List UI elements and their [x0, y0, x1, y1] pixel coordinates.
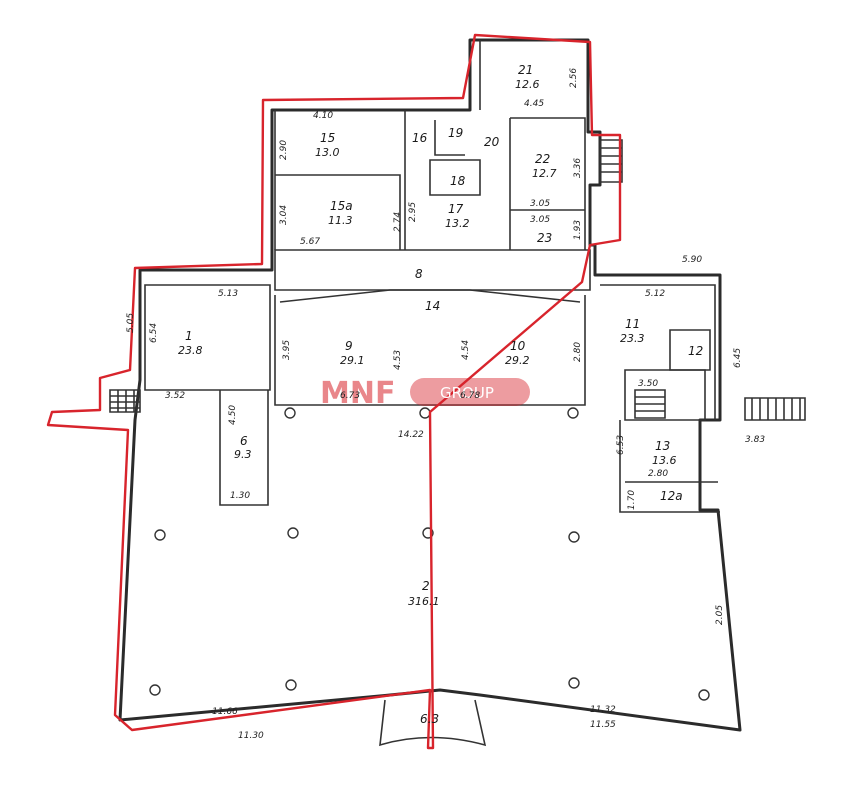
dimension: 4.54 [461, 340, 471, 360]
room-area: 11.3 [328, 214, 353, 227]
dimension: 6.54 [149, 323, 159, 343]
dimension: 3.36 [573, 158, 583, 178]
column [568, 677, 580, 689]
room-number: 23 [537, 231, 552, 245]
dimension: 4.45 [524, 99, 544, 109]
column [285, 679, 297, 691]
dimension: 5.12 [645, 289, 665, 299]
dimension: 4.10 [313, 111, 333, 121]
dimension: 11.30 [238, 731, 264, 741]
room-area: 12.6 [515, 78, 540, 91]
dimension: 14.22 [398, 430, 424, 440]
room-number: 13 [655, 439, 670, 453]
room-area: 9.3 [234, 448, 252, 461]
watermark-pill [410, 378, 530, 406]
watermark-suffix: GROUP [440, 384, 494, 402]
watermark-brand: MNF [320, 376, 395, 411]
stairs-left [109, 389, 141, 413]
room-area: 29.1 [340, 354, 365, 367]
room-number: 11 [625, 317, 640, 331]
dimension: 2.05 [715, 605, 725, 625]
dimension: 6.53 [616, 435, 626, 455]
room-area: 13.2 [445, 217, 470, 230]
room-number: 6.3 [420, 712, 439, 726]
column [419, 407, 431, 419]
dimension: 6.45 [733, 348, 743, 368]
dimension: 3.83 [745, 435, 765, 445]
dimension: 3.52 [165, 391, 185, 401]
dimension: 2.95 [408, 202, 418, 222]
room-number: 21 [518, 63, 533, 77]
dimension: 4.53 [393, 350, 403, 370]
room-number: 22 [535, 152, 550, 166]
columns [149, 407, 710, 701]
stairs-inner [634, 389, 666, 419]
room-number: 16 [412, 131, 428, 145]
room-area: 23.8 [178, 344, 203, 357]
dimension: 11.55 [590, 720, 616, 730]
room-number: 12a [660, 489, 683, 503]
room-area: 13.6 [652, 454, 677, 467]
stairs-right [744, 397, 806, 421]
dimension: 6.73 [340, 391, 360, 401]
column [567, 407, 579, 419]
column [149, 684, 161, 696]
room-number: 10 [510, 339, 526, 353]
dimension: 11.66 [212, 707, 238, 717]
dimension: 6.78 [460, 391, 480, 401]
dimension: 1.70 [627, 490, 637, 510]
room-area: 12.7 [532, 167, 557, 180]
room-number: 14 [425, 299, 440, 313]
room-number: 12 [688, 344, 703, 358]
room-number: 6 [240, 434, 248, 448]
dimension: 5.67 [300, 237, 320, 247]
dimension: 4.50 [228, 405, 238, 425]
dimension: 2.56 [569, 68, 579, 88]
room-number: 15a [330, 199, 353, 213]
room-area: 29.2 [505, 354, 530, 367]
room-number: 19 [448, 126, 463, 140]
dimension: 2.80 [648, 469, 668, 479]
room-number: 20 [484, 135, 500, 149]
dimension: 3.50 [638, 379, 658, 389]
column [698, 689, 710, 701]
dimension: 2.74 [393, 212, 403, 232]
room-number: 1 [185, 329, 193, 343]
watermark-logo: MNF GROUP [320, 376, 530, 411]
room-number: 17 [448, 202, 464, 216]
dimension: 2.80 [573, 342, 583, 362]
dimension: 3.04 [279, 205, 289, 225]
red-boundary-outline [46, 33, 622, 750]
room-number: 8 [415, 267, 423, 281]
room-number: 15 [320, 131, 335, 145]
room-area: 316.1 [408, 595, 440, 608]
dimension: 3.05 [530, 199, 550, 209]
dimension: 5.90 [682, 255, 702, 265]
room-area: 13.0 [315, 146, 340, 159]
column [287, 527, 299, 539]
column [284, 407, 296, 419]
room-area: 23.3 [620, 332, 645, 345]
dimension: 3.05 [530, 215, 550, 225]
dimension: 5.13 [218, 289, 238, 299]
room-number: 18 [450, 174, 466, 188]
room-number: 9 [345, 339, 353, 353]
stairs-top-right [599, 139, 623, 183]
dimension: 1.30 [230, 491, 250, 501]
dimension: 3.95 [282, 340, 292, 360]
column [568, 531, 580, 543]
exterior-walls [118, 38, 742, 747]
dimension: 5.05 [126, 313, 136, 333]
dimension: 2.90 [279, 140, 289, 160]
dimension: 1.93 [573, 220, 583, 240]
dimension: 11.32 [590, 705, 616, 715]
dimension-labels: 4.45 2.56 4.10 2.90 5.67 3.04 2.74 2.95 … [126, 68, 765, 741]
room-labels: 1 23.8 2 316.1 8 6 9.3 9 29.1 10 29.2 11… [178, 63, 703, 726]
room-number: 2 [422, 579, 430, 593]
column [154, 529, 166, 541]
